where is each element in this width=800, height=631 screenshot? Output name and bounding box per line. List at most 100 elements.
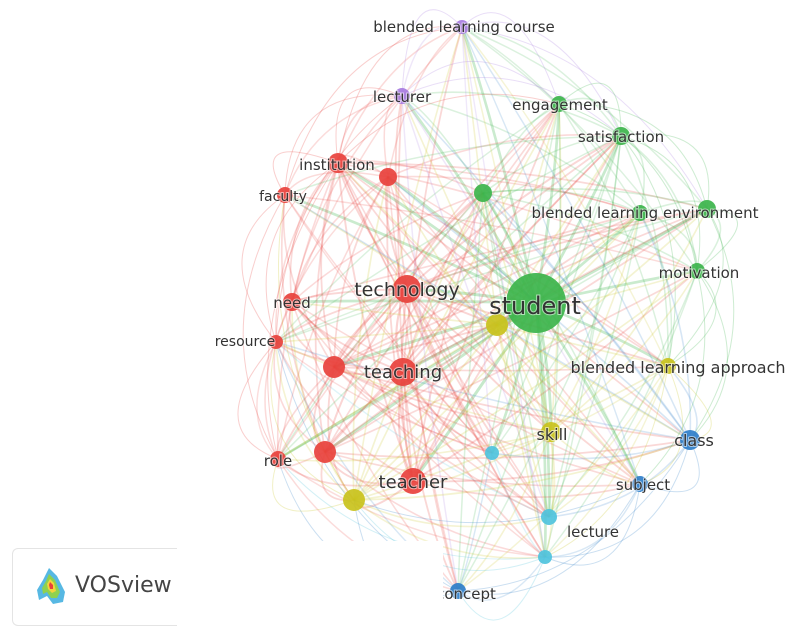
node-label-bla[interactable]: blended learning approach [569, 357, 786, 378]
network-edge [457, 556, 546, 621]
node-label-lecture[interactable]: lecture [566, 522, 620, 542]
node-label-subject[interactable]: subject [615, 475, 671, 495]
node-label-engagement[interactable]: engagement [511, 95, 609, 115]
node-yellow-b[interactable] [343, 489, 365, 511]
node-blc[interactable] [455, 20, 469, 34]
network-edge [402, 371, 546, 558]
network-edge [548, 365, 669, 518]
network-edge [337, 162, 498, 326]
node-label-teacher[interactable]: teacher [378, 471, 450, 494]
node-label-blc[interactable]: blended learning course [372, 17, 556, 37]
node-bla[interactable] [660, 358, 676, 374]
node-technology[interactable] [393, 275, 421, 303]
node-teacher[interactable] [400, 468, 426, 494]
node-motivation[interactable] [689, 263, 705, 279]
network-edge [491, 212, 641, 454]
network-edge [491, 365, 669, 454]
network-edge [314, 162, 339, 453]
network-edge [277, 324, 498, 460]
node-skill[interactable] [541, 422, 561, 442]
node-label-lecturer[interactable]: lecturer [372, 87, 433, 107]
node-label-need[interactable]: need [272, 293, 312, 313]
network-edge [457, 431, 552, 592]
node-faculty[interactable] [277, 187, 293, 203]
node-label-teaching[interactable]: teaching [363, 361, 443, 384]
network-edge [337, 160, 484, 194]
network-edge [457, 439, 691, 592]
node-label-faculty[interactable]: faculty [258, 188, 308, 206]
node-inst2[interactable] [379, 168, 397, 186]
network-edge [353, 103, 560, 501]
node-lecturer[interactable] [394, 88, 410, 104]
node-label-role[interactable]: role [263, 451, 293, 471]
node-green-b[interactable] [632, 205, 648, 221]
node-role[interactable] [270, 451, 286, 467]
network-edge [277, 192, 484, 460]
network-edge [291, 208, 708, 303]
network-edge [544, 483, 641, 558]
network-edge [406, 208, 708, 290]
node-green-a[interactable] [474, 184, 492, 202]
node-label-technology[interactable]: technology [353, 278, 461, 302]
node-engagement[interactable] [551, 96, 567, 112]
network-edge [337, 26, 463, 164]
network-edge [387, 175, 641, 214]
node-label-class[interactable]: class [673, 430, 715, 451]
network-edge [291, 301, 493, 454]
node-cyan-b[interactable] [541, 509, 557, 525]
node-red-b[interactable] [314, 441, 336, 463]
network-edge [324, 451, 641, 487]
node-red-a[interactable] [323, 356, 345, 378]
node-institution[interactable] [328, 153, 348, 173]
network-edge [402, 103, 560, 373]
network-edge [457, 483, 641, 595]
node-subject[interactable] [632, 476, 648, 492]
network-edge [387, 176, 459, 592]
node-teaching[interactable] [389, 358, 417, 386]
network-edge [461, 26, 498, 326]
network-edge [337, 95, 403, 164]
network-edge [496, 324, 546, 558]
node-label-institution[interactable]: institution [298, 155, 376, 175]
node-student[interactable] [506, 273, 566, 333]
node-label-ble[interactable]: blended learning environment [531, 203, 760, 223]
network-edge [337, 25, 463, 164]
network-edge [324, 451, 546, 558]
network-edge [275, 208, 708, 343]
network-edge [412, 270, 698, 482]
network-edge [284, 194, 550, 518]
network-edge [284, 194, 691, 441]
node-label-concept[interactable]: concept [435, 584, 497, 604]
network-edge [387, 176, 552, 433]
node-resource[interactable] [269, 335, 283, 349]
network-edge [275, 341, 493, 454]
node-yellow-a[interactable] [486, 314, 508, 336]
node-label-student[interactable]: student [488, 291, 582, 321]
network-edge [333, 212, 641, 368]
node-label-skill[interactable]: skill [536, 424, 569, 445]
network-edge [482, 135, 622, 194]
network-edge [402, 26, 463, 373]
network-edge [696, 208, 738, 272]
node-ble[interactable] [698, 200, 716, 218]
network-edge [352, 176, 389, 501]
node-cyan-a[interactable] [485, 446, 499, 460]
node-label-motivation[interactable]: motivation [658, 263, 741, 283]
node-satisfaction[interactable] [612, 127, 630, 145]
network-edge [482, 192, 641, 485]
node-label-resource[interactable]: resource [214, 333, 277, 351]
network-edge [401, 77, 622, 137]
network-edge [457, 365, 669, 592]
network-edge [291, 301, 498, 326]
node-lecture[interactable] [538, 550, 552, 564]
node-need[interactable] [283, 293, 301, 311]
node-concept[interactable] [450, 583, 466, 599]
node-class[interactable] [680, 430, 700, 450]
vosviewer-logo[interactable]: VOSview [12, 548, 177, 626]
network-edge [482, 192, 550, 518]
network-edge [324, 324, 498, 453]
node-label-satisfaction[interactable]: satisfaction [577, 127, 665, 147]
network-edge [324, 288, 408, 453]
vosviewer-logo-icon [35, 566, 69, 610]
